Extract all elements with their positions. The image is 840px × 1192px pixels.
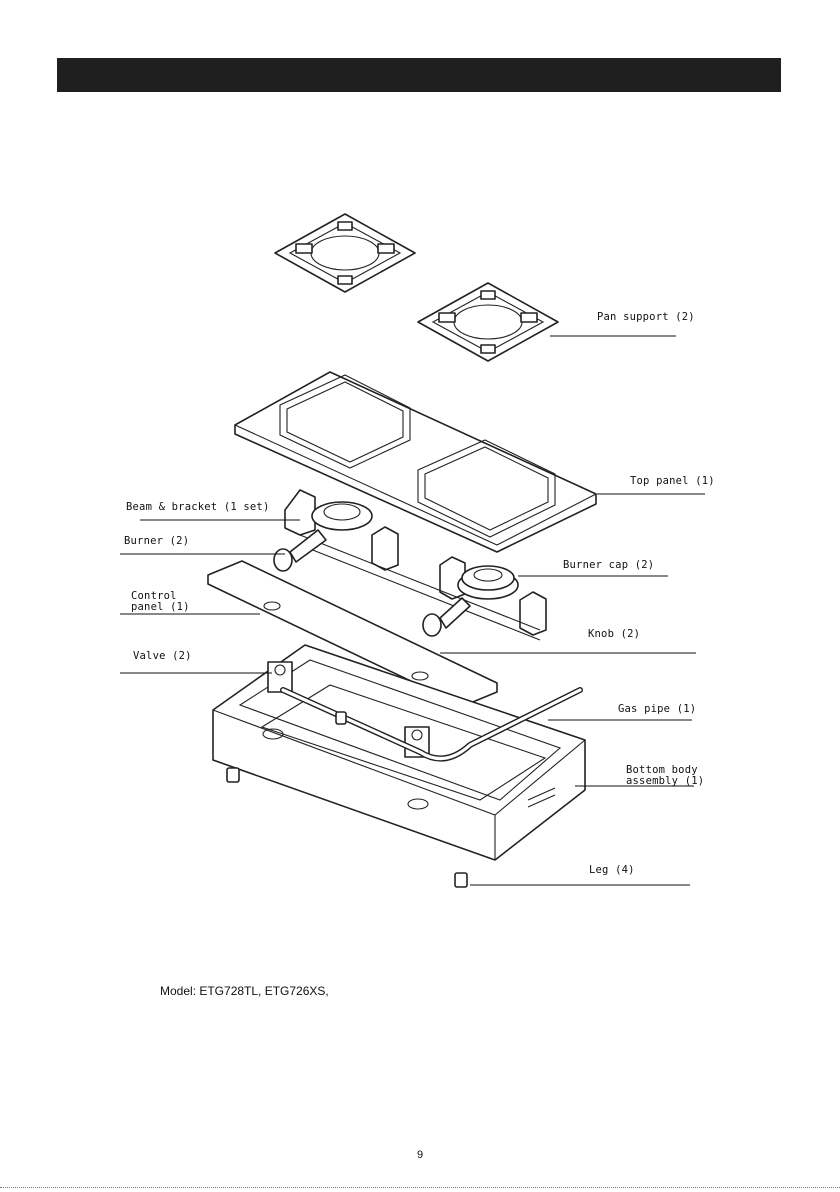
label-bottom-body-line2: assembly (1) [626, 775, 704, 787]
label-beam-bracket: Beam & bracket (1 set) [126, 501, 269, 513]
bottom-dotted-border [0, 1187, 840, 1188]
label-leg: Leg (4) [589, 864, 635, 876]
valve-left [268, 662, 292, 692]
page-number: 9 [0, 1149, 840, 1161]
label-valve: Valve (2) [133, 650, 192, 662]
label-knob: Knob (2) [588, 628, 640, 640]
label-top-panel: Top panel (1) [630, 475, 715, 487]
label-pan-support: Pan support (2) [597, 311, 695, 323]
pan-support-left [275, 214, 415, 292]
label-control-panel-line2: panel (1) [131, 601, 190, 613]
model-text: Model: ETG728TL, ETG726XS, [160, 984, 329, 998]
pan-support-right [418, 283, 558, 361]
label-gas-pipe: Gas pipe (1) [618, 703, 696, 715]
label-burner-cap: Burner cap (2) [563, 559, 654, 571]
label-burner: Burner (2) [124, 535, 189, 547]
